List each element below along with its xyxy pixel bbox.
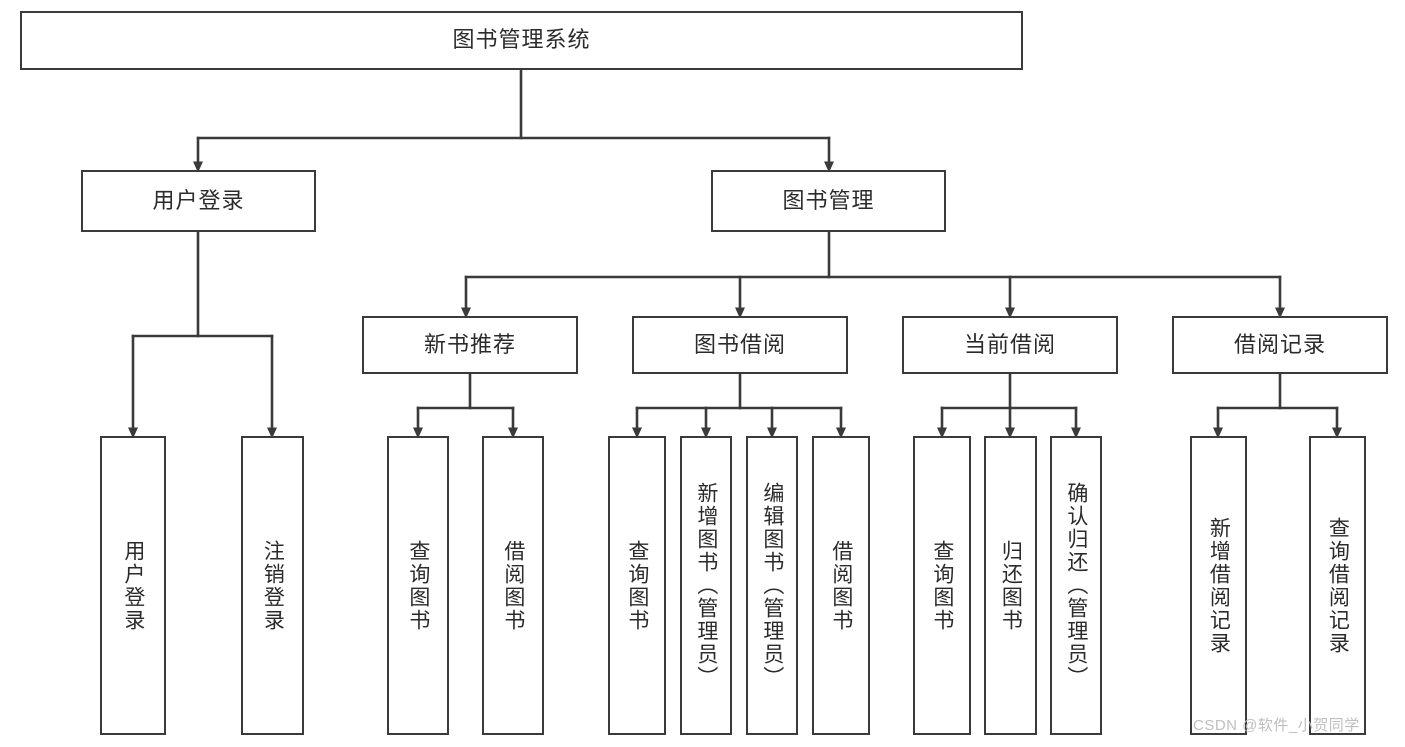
node-book-management-label: 图书管理	[782, 187, 875, 213]
leaf-return-book-label: 归还图书	[999, 539, 1023, 632]
leaf-logout[interactable]: 注销登录	[241, 436, 304, 735]
node-user-login[interactable]: 用户登录	[81, 170, 316, 232]
node-new-book-recommend-label: 新书推荐	[423, 331, 516, 357]
leaf-user-login[interactable]: 用户登录	[100, 436, 166, 735]
leaf-add-borrow-record-label: 新增借阅记录	[1207, 516, 1231, 655]
leaf-query-book-cb-label: 查询图书	[930, 539, 954, 632]
leaf-add-book-admin[interactable]: 新增图书（管理员）	[680, 436, 732, 735]
node-root-label: 图书管理系统	[452, 27, 591, 53]
leaf-borrow-book-nbr[interactable]: 借阅图书	[482, 436, 544, 735]
leaf-confirm-return-admin-label: 确认归还（管理员）	[1064, 482, 1088, 689]
leaf-add-borrow-record[interactable]: 新增借阅记录	[1190, 436, 1247, 735]
leaf-borrow-book-nbr-label: 借阅图书	[501, 539, 525, 632]
node-user-login-label: 用户登录	[152, 187, 245, 213]
leaf-borrow-book-bb-label: 借阅图书	[829, 539, 853, 632]
leaf-return-book[interactable]: 归还图书	[984, 436, 1037, 735]
leaf-user-login-label: 用户登录	[121, 539, 145, 632]
leaf-query-borrow-record-label: 查询借阅记录	[1326, 516, 1350, 655]
node-book-borrow[interactable]: 图书借阅	[632, 316, 848, 374]
leaf-edit-book-admin-label: 编辑图书（管理员）	[760, 482, 784, 689]
node-borrow-record-label: 借阅记录	[1233, 331, 1326, 357]
node-book-borrow-label: 图书借阅	[693, 331, 786, 357]
leaf-add-book-admin-label: 新增图书（管理员）	[694, 482, 718, 689]
leaf-query-book-nbr[interactable]: 查询图书	[387, 436, 449, 735]
leaf-edit-book-admin[interactable]: 编辑图书（管理员）	[746, 436, 798, 735]
node-new-book-recommend[interactable]: 新书推荐	[362, 316, 578, 374]
node-book-management[interactable]: 图书管理	[711, 170, 946, 232]
leaf-query-book-bb[interactable]: 查询图书	[608, 436, 666, 735]
leaf-query-borrow-record[interactable]: 查询借阅记录	[1309, 436, 1366, 735]
leaf-borrow-book-bb[interactable]: 借阅图书	[812, 436, 870, 735]
leaf-query-book-bb-label: 查询图书	[625, 539, 649, 632]
leaf-query-book-nbr-label: 查询图书	[406, 539, 430, 632]
leaf-logout-label: 注销登录	[261, 539, 285, 632]
node-borrow-record[interactable]: 借阅记录	[1172, 316, 1388, 374]
node-current-borrow[interactable]: 当前借阅	[902, 316, 1118, 374]
csdn-watermark: CSDN @软件_小贺同学	[1193, 717, 1360, 734]
node-root[interactable]: 图书管理系统	[20, 11, 1023, 70]
node-current-borrow-label: 当前借阅	[963, 331, 1056, 357]
leaf-query-book-cb[interactable]: 查询图书	[913, 436, 971, 735]
leaf-confirm-return-admin[interactable]: 确认归还（管理员）	[1050, 436, 1102, 735]
